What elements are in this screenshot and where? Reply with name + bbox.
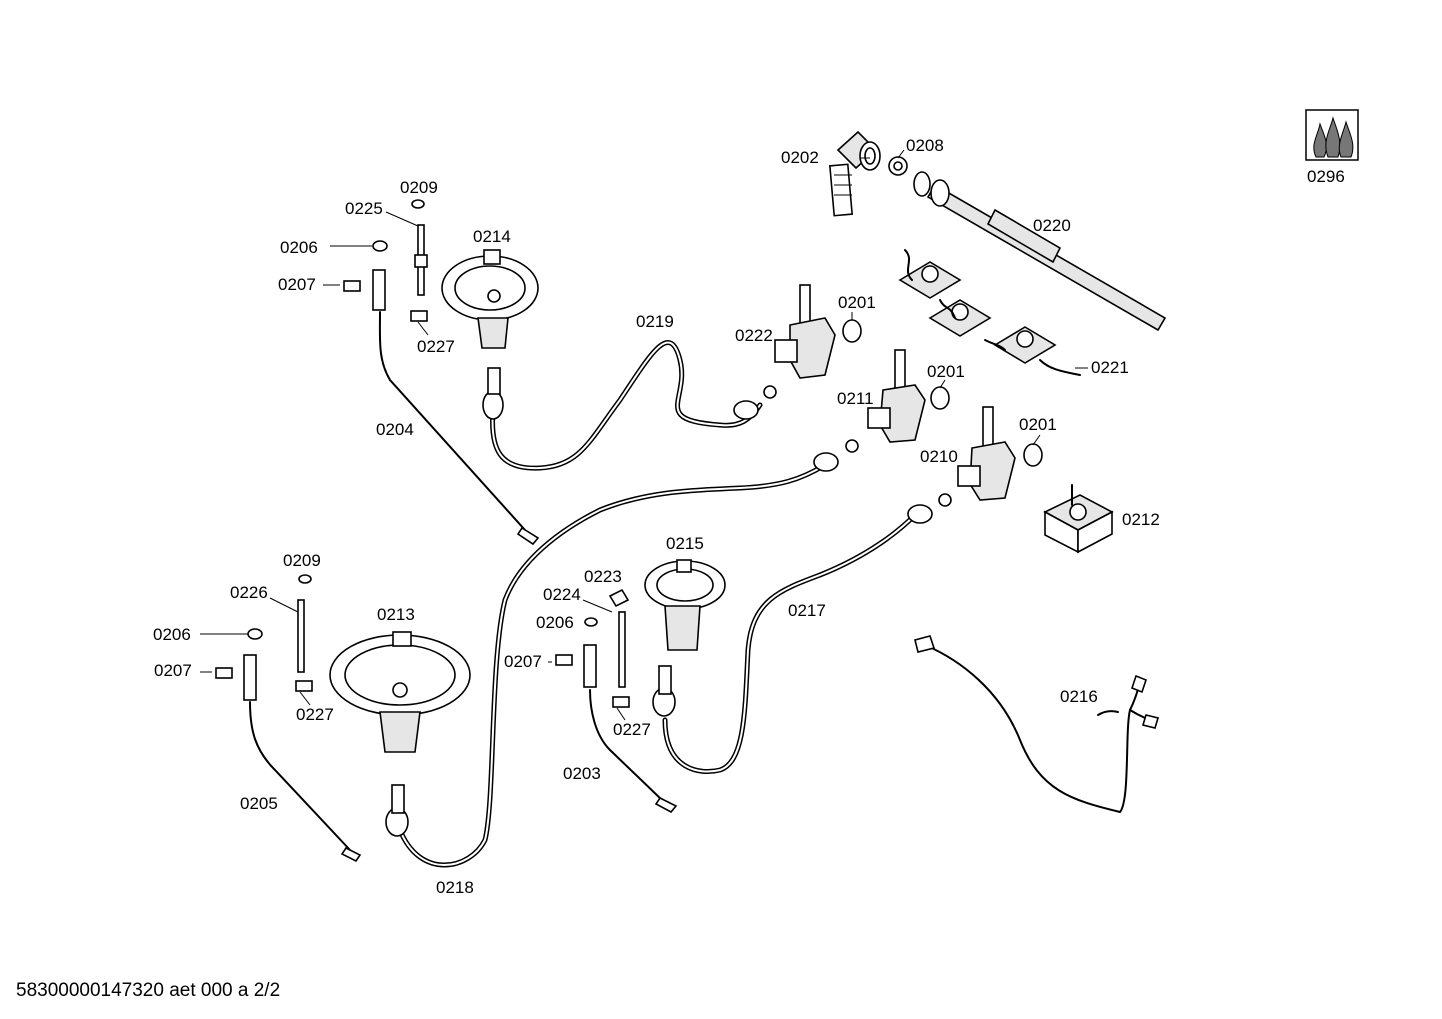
label-0215: 0215 <box>666 534 704 553</box>
flame-symbol-icon <box>1305 109 1359 161</box>
label-0225: 0225 <box>345 199 383 218</box>
label-0212: 0212 <box>1122 510 1160 529</box>
label-0207: 0207 <box>278 275 316 294</box>
thermocouple-lead <box>583 644 678 814</box>
clip <box>612 696 630 708</box>
label-0207: 0207 <box>154 661 192 680</box>
label-0223: 0223 <box>584 567 622 586</box>
clip <box>410 310 428 322</box>
label-0296: 0296 <box>1307 167 1345 186</box>
ignition-switch-block <box>898 249 1081 376</box>
label-0202: 0202 <box>781 148 819 167</box>
label-0218: 0218 <box>436 878 474 897</box>
ignition-module <box>1043 484 1114 554</box>
label-0209: 0209 <box>283 551 321 570</box>
label-0226: 0226 <box>230 583 268 602</box>
label-0220: 0220 <box>1033 216 1071 235</box>
gas-valve-bottom <box>957 406 1043 501</box>
label-0201: 0201 <box>1019 415 1057 434</box>
label-0205: 0205 <box>240 794 278 813</box>
clip <box>555 654 573 666</box>
elbow-connector <box>828 130 881 217</box>
leader-lines <box>200 149 1088 721</box>
clip <box>215 667 233 679</box>
label-0224: 0224 <box>543 585 581 604</box>
washer <box>372 199 425 252</box>
label-0206: 0206 <box>153 625 191 644</box>
label-0204: 0204 <box>376 420 414 439</box>
gas-hose <box>385 439 859 868</box>
label-0227: 0227 <box>296 705 334 724</box>
label-0210: 0210 <box>920 447 958 466</box>
label-0217: 0217 <box>788 601 826 620</box>
label-0203: 0203 <box>563 764 601 783</box>
clip <box>343 280 361 292</box>
label-0201: 0201 <box>838 293 876 312</box>
label-0208: 0208 <box>906 136 944 155</box>
label-0219: 0219 <box>636 312 674 331</box>
washer <box>888 156 908 176</box>
label-0206: 0206 <box>536 613 574 632</box>
document-code: 58300000147320 aet 000 a 2/2 <box>16 980 281 1001</box>
ignition-electrode <box>618 611 626 688</box>
gas-valve-middle <box>867 349 950 443</box>
label-0227: 0227 <box>613 720 651 739</box>
ignition-electrode <box>414 224 428 296</box>
part-labels: 0202 0208 0296 0220 0209 0225 0214 0206 … <box>153 136 1345 897</box>
burner-cup-small <box>441 249 539 349</box>
label-0207: 0207 <box>504 652 542 671</box>
burner-cup-large <box>329 631 471 753</box>
gas-hose <box>482 340 777 471</box>
gas-rail <box>913 171 1167 332</box>
burner-cup-medium <box>644 559 726 651</box>
label-0221: 0221 <box>1091 358 1129 377</box>
label-0213: 0213 <box>377 605 415 624</box>
thermocouple-lead <box>372 269 540 546</box>
label-0214: 0214 <box>473 227 511 246</box>
label-0211: 0211 <box>837 389 874 408</box>
label-0222: 0222 <box>735 326 773 345</box>
label-0227: 0227 <box>417 337 455 356</box>
ignition-electrode <box>297 599 305 673</box>
gas-valve-top <box>774 284 862 379</box>
label-0206: 0206 <box>280 238 318 257</box>
washer <box>584 588 630 627</box>
wiring-harness <box>914 635 1160 814</box>
gas-hose <box>652 493 952 775</box>
label-0201: 0201 <box>927 362 965 381</box>
label-0209: 0209 <box>400 178 438 197</box>
clip <box>295 680 313 692</box>
thermocouple-lead <box>243 654 362 863</box>
label-0216: 0216 <box>1060 687 1098 706</box>
